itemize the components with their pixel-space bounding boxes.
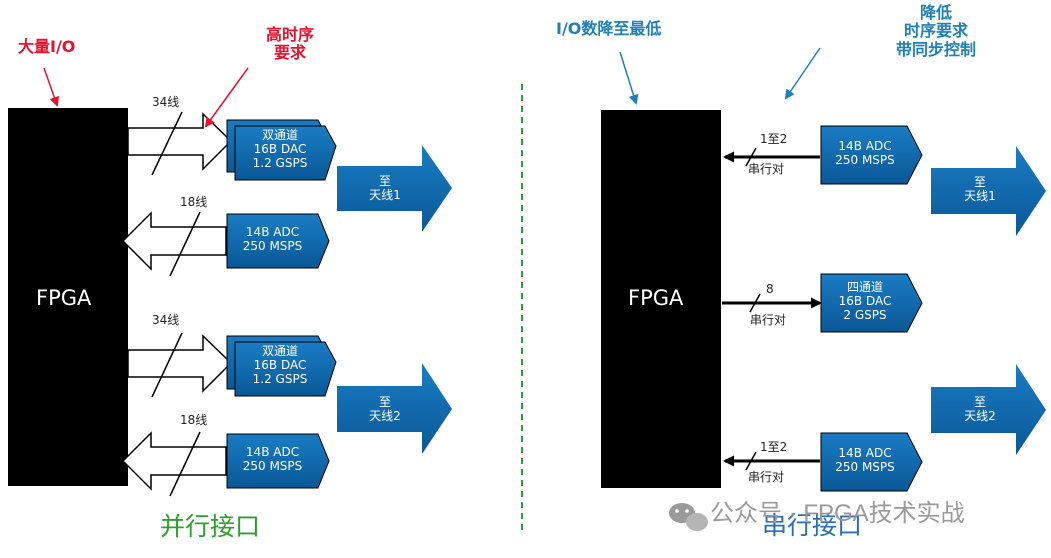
right-wire1-type: 串行对 xyxy=(748,162,785,176)
box-line: 250 MSPS xyxy=(835,459,895,474)
arrow-line: 至 xyxy=(973,175,986,189)
arrow-line: 天线1 xyxy=(369,187,401,202)
box-line: 14B ADC xyxy=(838,446,892,460)
right-antenna2-label: 至 天线2 xyxy=(944,395,1016,424)
arrow-line: 至 xyxy=(973,395,986,409)
box-line: 双通道 xyxy=(261,128,298,142)
right-adc1-box xyxy=(820,125,923,185)
left-bus-slash xyxy=(169,431,201,497)
annotation-line: 降低 xyxy=(919,3,952,22)
left-antenna1-label: 至 天线1 xyxy=(350,174,420,203)
right-adc2-label: 14B ADC 250 MSPS xyxy=(821,446,909,475)
box-line: 16B DAC xyxy=(253,141,307,156)
right-adc2-box xyxy=(820,432,923,492)
left-adc2-box xyxy=(226,433,330,489)
left-adc2-label: 14B ADC 250 MSPS xyxy=(227,445,318,474)
right-io-annotation: I/O数降至最低 xyxy=(556,19,662,38)
left-fpga-block xyxy=(8,108,128,486)
left-dac1-box xyxy=(234,125,337,181)
left-bus-arrow-dac1 xyxy=(127,112,233,171)
left-dac2-label: 双通道 16B DAC 1.2 GSPS xyxy=(235,344,325,386)
left-bus-arrow-adc1 xyxy=(121,211,227,271)
box-line: 双通道 xyxy=(261,344,298,358)
right-antenna2-arrow xyxy=(931,364,1046,455)
left-antenna2-arrow xyxy=(337,363,452,454)
annotation-line: 要求 xyxy=(274,43,307,63)
left-io-pointer xyxy=(43,67,60,107)
arrow-line: 至 xyxy=(378,174,391,188)
right-wire2-type: 串行对 xyxy=(750,313,787,327)
left-dac1-label: 双通道 16B DAC 1.2 GSPS xyxy=(235,128,325,170)
box-line: 250 MSPS xyxy=(835,152,895,167)
box-line: 250 MSPS xyxy=(242,458,303,473)
left-wire-label-4: 18线 xyxy=(180,413,208,427)
box-line: 16B DAC xyxy=(838,293,892,308)
right-timing-pointer xyxy=(784,47,821,100)
box-line: 14B ADC xyxy=(838,139,892,153)
right-timing-annotation: 降低 时序要求 带同步控制 xyxy=(880,3,992,59)
right-adc1-label: 14B ADC 250 MSPS xyxy=(821,139,909,168)
left-adc1-box xyxy=(226,213,330,269)
box-line: 250 MSPS xyxy=(242,238,303,253)
right-wire3-count: 1至2 xyxy=(760,440,788,454)
arrow-line: 天线1 xyxy=(964,188,996,203)
right-antenna1-arrow xyxy=(931,146,1046,236)
left-adc1-label: 14B ADC 250 MSPS xyxy=(227,225,318,254)
left-caption: 并行接口 xyxy=(160,512,261,541)
arrow-line: 至 xyxy=(378,395,391,409)
left-bus-slash xyxy=(169,211,201,277)
box-line: 2 GSPS xyxy=(843,307,887,322)
right-dac-label: 四通道 16B DAC 2 GSPS xyxy=(821,280,909,322)
left-bus-arrow-adc2 xyxy=(121,431,227,491)
right-serial-slash xyxy=(745,147,757,167)
right-dac-box xyxy=(820,273,923,333)
right-serial-slash xyxy=(745,451,757,471)
right-caption: 串行接口 xyxy=(762,511,863,540)
annotation-line: 带同步控制 xyxy=(895,39,976,59)
right-wire3-type: 串行对 xyxy=(748,470,785,484)
box-line: 四通道 xyxy=(846,280,883,294)
left-dac2-box xyxy=(234,341,337,397)
left-antenna2-label: 至 天线2 xyxy=(350,395,420,424)
right-fpga-label: FPGA xyxy=(628,286,684,310)
right-fpga-block xyxy=(601,110,721,488)
annotation-line: 高时序 xyxy=(266,25,315,44)
box-line: 1.2 GSPS xyxy=(252,155,308,170)
left-wire-label-2: 18线 xyxy=(180,195,208,209)
left-wire-label-3: 34线 xyxy=(152,313,180,327)
left-wire-label-1: 34线 xyxy=(152,95,180,109)
box-line: 16B DAC xyxy=(253,357,307,372)
watermark: 公众号 · FPGA技术实战 xyxy=(710,500,965,527)
right-antenna1-label: 至 天线1 xyxy=(944,175,1016,204)
box-line: 1.2 GSPS xyxy=(252,371,308,386)
left-antenna1-arrow xyxy=(337,145,452,232)
left-bus-slash xyxy=(151,111,183,176)
box-line: 14B ADC xyxy=(245,445,300,459)
left-bus-slash xyxy=(151,332,183,398)
arrow-line: 天线2 xyxy=(369,408,401,423)
left-fpga-label: FPGA xyxy=(36,286,92,310)
right-io-pointer xyxy=(619,51,639,105)
right-serial-slash xyxy=(749,293,761,313)
arrow-line: 天线2 xyxy=(964,408,996,423)
left-timing-pointer xyxy=(204,67,249,128)
right-wire1-count: 1至2 xyxy=(760,132,788,146)
right-wire2-count: 8 xyxy=(766,282,774,296)
left-io-annotation: 大量I/O xyxy=(18,37,76,56)
left-timing-annotation: 高时序 要求 xyxy=(266,25,315,63)
annotation-line: 时序要求 xyxy=(903,21,968,41)
box-line: 14B ADC xyxy=(245,225,300,239)
wechat-icon xyxy=(669,503,708,531)
left-bus-arrow-dac2 xyxy=(127,334,233,393)
